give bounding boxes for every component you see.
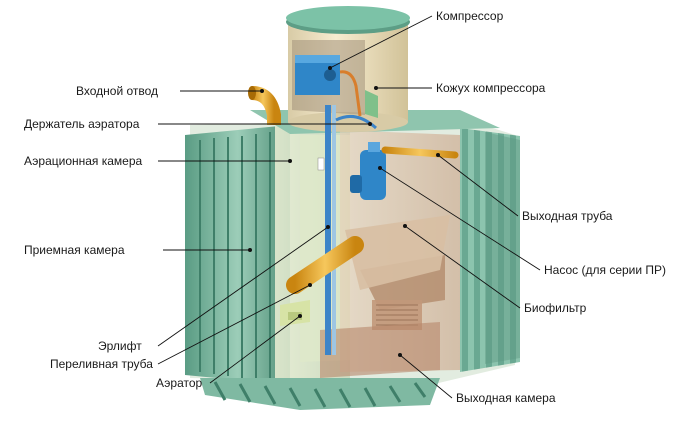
label-airlift: Эрлифт xyxy=(98,339,142,353)
pump-unit xyxy=(350,142,386,200)
inlet-pipe xyxy=(248,86,281,125)
label-inlet-pipe: Входной отвод xyxy=(76,84,159,98)
label-biofilter: Биофильтр xyxy=(524,301,587,315)
label-receiving-chamber: Приемная камера xyxy=(24,243,125,257)
label-aerator: Аэратор xyxy=(156,376,203,390)
bottom-ribs xyxy=(200,378,440,410)
left-fins xyxy=(185,125,290,385)
outlet-pipe xyxy=(381,146,459,159)
label-compressor-housing: Кожух компрессора xyxy=(436,81,546,95)
right-fins xyxy=(460,128,520,372)
outlet-chamber-region xyxy=(320,322,440,378)
label-pump: Насос (для серии ПР) xyxy=(544,263,667,277)
leader-lines xyxy=(157,15,541,399)
leader-dots xyxy=(248,66,440,357)
label-outlet-pipe: Выходная труба xyxy=(522,209,613,223)
aerator-holder xyxy=(365,90,378,118)
label-compressor: Компрессор xyxy=(436,9,504,23)
compressor-unit xyxy=(295,55,362,117)
overflow-pipe xyxy=(286,236,364,294)
airlift-pipes xyxy=(317,105,378,355)
aerator-unit xyxy=(280,300,310,326)
label-aeration-chamber: Аэрационная камера xyxy=(24,154,143,168)
label-outlet-chamber: Выходная камера xyxy=(456,391,556,405)
label-aerator-holder: Держатель аэратора xyxy=(24,117,140,131)
label-overflow-pipe: Переливная труба xyxy=(50,357,153,371)
